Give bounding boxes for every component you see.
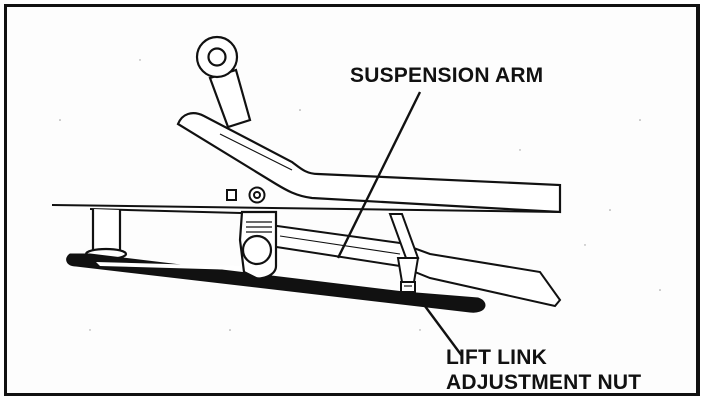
pedal-arm (176, 112, 562, 214)
lift-link-label: LIFT LINK ADJUSTMENT NUT (446, 345, 641, 395)
suspension-arm-leader (336, 91, 422, 259)
adjustment-nut (396, 257, 420, 293)
frame-fittings (226, 186, 266, 204)
lift-link-label-line1: LIFT LINK (446, 346, 547, 369)
suspension-arm-label: SUSPENSION ARM (350, 64, 544, 87)
leader-lines (336, 91, 463, 357)
pivot-bracket (238, 210, 278, 280)
lift-link-bar (66, 253, 486, 313)
front-post (84, 209, 128, 261)
lift-link-label-line2: ADJUSTMENT NUT (446, 371, 642, 394)
lever-handle (195, 35, 252, 129)
lift-link-leader (415, 293, 463, 357)
